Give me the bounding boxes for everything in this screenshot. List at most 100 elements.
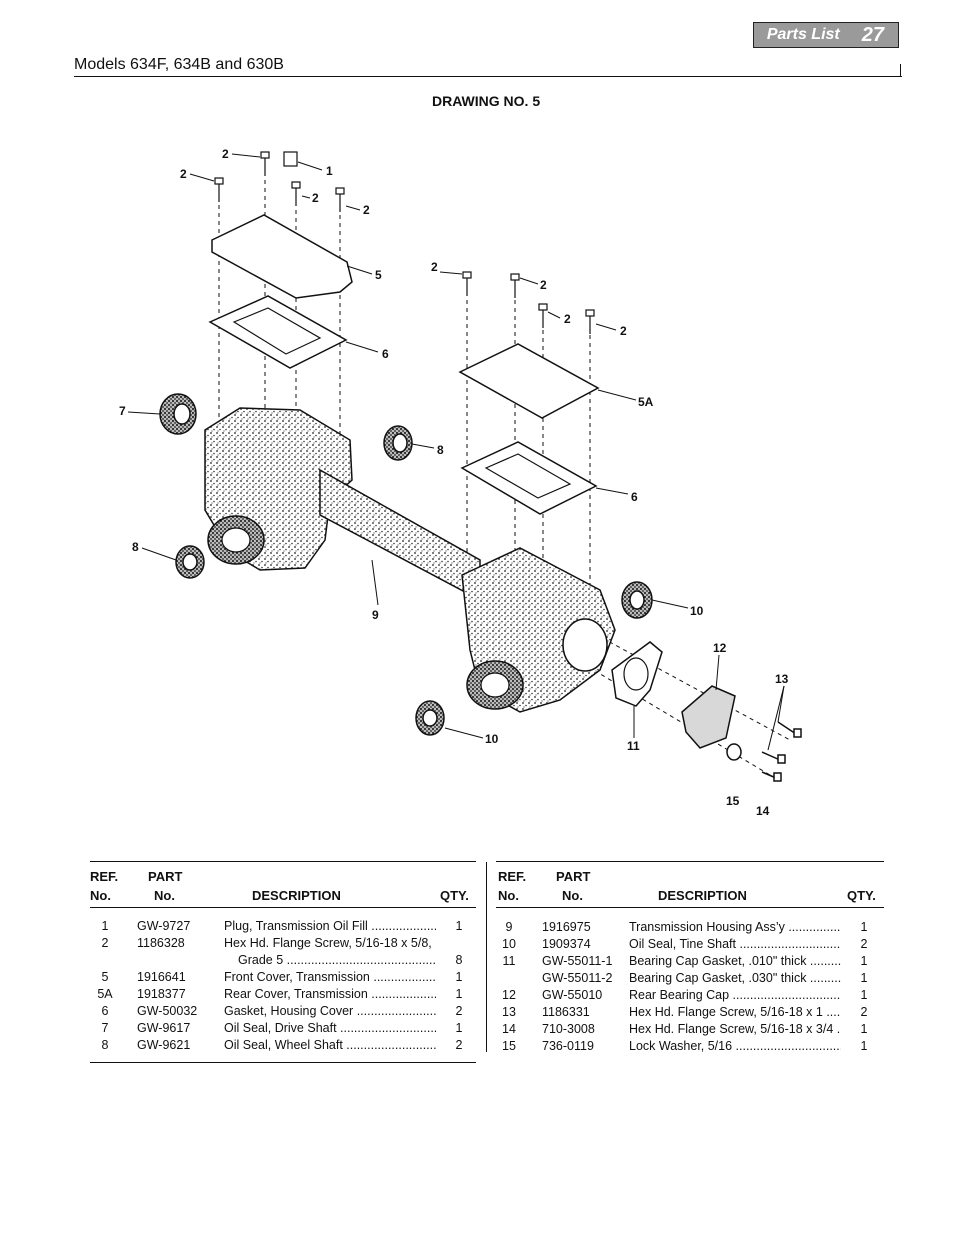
- callout-6b: 6: [631, 490, 638, 504]
- quantity: 2: [860, 1005, 868, 1019]
- callout-5: 5: [375, 268, 382, 282]
- part-description: Oil Seal, Wheel Shaft ..................…: [224, 1037, 436, 1054]
- description-text: Rear Bearing Cap: [629, 988, 730, 1002]
- header-rule: [74, 76, 902, 77]
- part-number: 1918377: [137, 987, 186, 1001]
- part-description: Bearing Cap Gasket, .030" thick ........…: [629, 970, 841, 987]
- description-text: Lock Washer, 5/16: [629, 1039, 733, 1053]
- callout-2g: 2: [564, 312, 571, 326]
- part-description: Hex Hd. Flange Screw, 5/16-18 x 3/4 ....…: [629, 1021, 841, 1038]
- leader-dots: ........................................…: [836, 1022, 841, 1036]
- header-bottom-rule: [496, 907, 884, 908]
- part-description: Transmission Housing Ass’y .............…: [629, 919, 841, 936]
- part-description: Hex Hd. Flange Screw, 5/16-18 x 1 ......…: [629, 1004, 841, 1021]
- ref-number: 15: [502, 1039, 516, 1053]
- callout-14: 14: [756, 804, 770, 818]
- description-text: Oil Seal, Drive Shaft: [224, 1021, 337, 1035]
- table-row: 13 1186331 Hex Hd. Flange Screw, 5/16-18 x…: [496, 1004, 884, 1021]
- ref-number: 7: [101, 1021, 109, 1035]
- table-top-rule: [496, 861, 884, 862]
- part-description: Gasket, Housing Cover ..................…: [224, 1003, 436, 1020]
- col-ref-header: REF.: [498, 869, 527, 884]
- callout-9: 9: [372, 608, 379, 622]
- col-part-header-no: No.: [154, 888, 175, 903]
- part-description: Bearing Cap Gasket, .010" thick ........…: [629, 953, 841, 970]
- leader-dots: ........................................…: [809, 954, 841, 968]
- quantity: 1: [860, 988, 868, 1002]
- callout-10b: 10: [485, 732, 499, 746]
- table-row: Grade 5 ................................…: [90, 952, 476, 969]
- callout-10a: 10: [690, 604, 704, 618]
- description-text: Transmission Housing Ass’y: [629, 920, 785, 934]
- ref-number: 6: [101, 1004, 109, 1018]
- header-rule-tick: [900, 64, 901, 77]
- description-text: Hex Hd. Flange Screw, 5/16-18 x 1: [629, 1005, 823, 1019]
- leader-dots: ........................................…: [373, 970, 436, 984]
- description-text: Oil Seal, Wheel Shaft: [224, 1038, 343, 1052]
- leader-dots: ........................................…: [340, 1021, 436, 1035]
- description-text: Gasket, Housing Cover: [224, 1004, 354, 1018]
- part-number: 1916975: [542, 920, 591, 934]
- part-number: GW-55010: [542, 988, 603, 1002]
- ref-number: 1: [101, 919, 109, 933]
- description-text: Hex Hd. Flange Screw, 5/16-18 x 5/8,: [224, 936, 432, 950]
- table-bottom-rule: [90, 1062, 476, 1063]
- part-number: GW-50032: [137, 1004, 198, 1018]
- quantity: 1: [860, 971, 868, 985]
- table-row: 14 710-3008 Hex Hd. Flange Screw, 5/16-18 …: [496, 1021, 884, 1038]
- part-number: GW-55011-2: [542, 971, 613, 985]
- ref-number: 9: [505, 920, 513, 934]
- part-description: Plug, Transmission Oil Fill ............…: [224, 918, 436, 935]
- table-row: 7 GW-9617 Oil Seal, Drive Shaft ..........…: [90, 1020, 476, 1037]
- models-heading: Models 634F, 634B and 630B: [74, 56, 284, 73]
- ref-number: 2: [101, 936, 109, 950]
- description-text: Rear Cover, Transmission: [224, 987, 368, 1001]
- table-row: GW-55011-2 Bearing Cap Gasket, .030" thic…: [496, 970, 884, 987]
- col-part-header: PART: [148, 869, 183, 884]
- quantity: 2: [455, 1038, 463, 1052]
- quantity: 2: [860, 937, 868, 951]
- table-row: 6 GW-50032 Gasket, Housing Cover .........…: [90, 1003, 476, 1020]
- quantity: 1: [860, 1022, 868, 1036]
- drawing-title: DRAWING NO. 5: [432, 93, 541, 109]
- table-row: 2 1186328 Hex Hd. Flange Screw, 5/16-18 x …: [90, 935, 476, 952]
- quantity: 2: [455, 1004, 463, 1018]
- header-bottom-rule: [90, 907, 476, 908]
- callout-5a: 5A: [638, 395, 654, 409]
- part-number: GW-9617: [137, 1021, 191, 1035]
- part-description: Lock Washer, 5/16 ......................…: [629, 1038, 841, 1055]
- part-number: 1916641: [137, 970, 186, 984]
- part-description: Oil Seal, Drive Shaft ..................…: [224, 1020, 436, 1037]
- quantity: 1: [860, 920, 868, 934]
- col-qty-header: QTY.: [440, 888, 469, 903]
- part-number: 736-0119: [542, 1039, 594, 1053]
- col-part-header-no: No.: [562, 888, 583, 903]
- leader-dots: ........................................…: [826, 1005, 841, 1019]
- ref-number: 13: [502, 1005, 516, 1019]
- part-description: Rear Cover, Transmission ...............…: [224, 986, 436, 1003]
- part-number: 1186328: [137, 936, 185, 950]
- description-text: Plug, Transmission Oil Fill: [224, 919, 368, 933]
- description-text: Front Cover, Transmission: [224, 970, 370, 984]
- quantity: 1: [455, 987, 463, 1001]
- part-number: GW-9621: [137, 1038, 191, 1052]
- ref-number: 12: [502, 988, 516, 1002]
- col-description-header: DESCRIPTION: [252, 888, 341, 903]
- callout-6a: 6: [382, 347, 389, 361]
- part-number: 1186331: [542, 1005, 590, 1019]
- ref-number: 5: [101, 970, 109, 984]
- badge-label: Parts List: [766, 26, 840, 43]
- leader-dots: ........................................…: [732, 988, 841, 1002]
- leader-dots: ........................................…: [788, 920, 841, 934]
- part-description: Rear Bearing Cap .......................…: [629, 987, 841, 1004]
- callout-2d: 2: [363, 203, 370, 217]
- part-number: 710-3008: [542, 1022, 595, 1036]
- ref-number: 14: [502, 1022, 516, 1036]
- leader-dots: ........................................…: [735, 1039, 841, 1053]
- parts-list-badge: Parts List 27: [753, 22, 899, 48]
- callout-2h: 2: [620, 324, 627, 338]
- leader-dots: ........................................…: [356, 1004, 436, 1018]
- callout-11: 11: [627, 739, 640, 753]
